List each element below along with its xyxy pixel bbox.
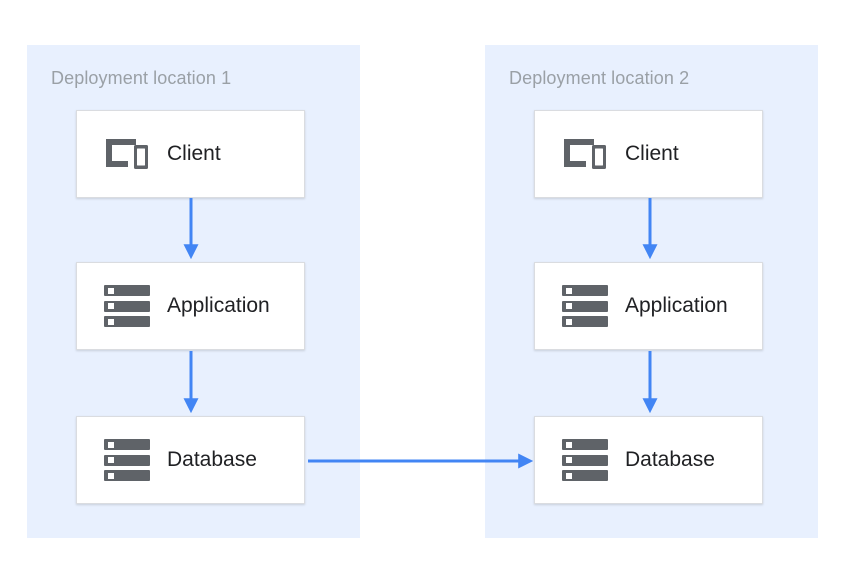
node-application-2-label: Application xyxy=(625,294,728,317)
rack-bar xyxy=(562,470,608,481)
rack-bar xyxy=(562,454,608,466)
rack-led xyxy=(108,441,114,448)
node-database-1-label: Database xyxy=(167,448,257,471)
rack-bar xyxy=(104,300,150,312)
rack-led xyxy=(566,472,572,479)
rack-led xyxy=(108,287,114,294)
rack-bar xyxy=(104,316,150,327)
rack-led xyxy=(108,318,114,325)
rack-led xyxy=(108,457,114,463)
rack-bar xyxy=(562,316,608,327)
rack-bar xyxy=(104,439,150,450)
rack-led xyxy=(566,303,572,309)
node-application-1-label: Application xyxy=(167,294,270,317)
rack-led xyxy=(108,303,114,309)
node-application-2[interactable]: Application xyxy=(534,262,763,350)
rack-bar xyxy=(562,285,608,296)
node-client-1-label: Client xyxy=(167,142,221,165)
devices-icon xyxy=(557,137,613,171)
node-database-2-label: Database xyxy=(625,448,715,471)
rack-led xyxy=(566,441,572,448)
server-rack-icon xyxy=(99,439,155,481)
rack-led xyxy=(108,472,114,479)
server-rack-icon xyxy=(557,439,613,481)
rack-bar xyxy=(562,300,608,312)
node-database-1[interactable]: Database xyxy=(76,416,305,504)
node-client-1[interactable]: Client xyxy=(76,110,305,198)
rack-bar xyxy=(104,285,150,296)
node-database-2[interactable]: Database xyxy=(534,416,763,504)
deployment-zone-2: Deployment location 2 Client xyxy=(485,45,818,538)
zone-2-label: Deployment location 2 xyxy=(509,68,690,88)
deployment-zone-1: Deployment location 1 Client xyxy=(27,45,360,538)
devices-icon xyxy=(99,137,155,171)
node-application-1[interactable]: Application xyxy=(76,262,305,350)
node-client-2[interactable]: Client xyxy=(534,110,763,198)
node-client-2-label: Client xyxy=(625,142,679,165)
rack-led xyxy=(566,318,572,325)
rack-bar xyxy=(562,439,608,450)
rack-bar xyxy=(104,454,150,466)
zone-1-label: Deployment location 1 xyxy=(51,68,232,88)
rack-led xyxy=(566,287,572,294)
server-rack-icon xyxy=(99,285,155,327)
server-rack-icon xyxy=(557,285,613,327)
rack-bar xyxy=(104,470,150,481)
rack-led xyxy=(566,457,572,463)
